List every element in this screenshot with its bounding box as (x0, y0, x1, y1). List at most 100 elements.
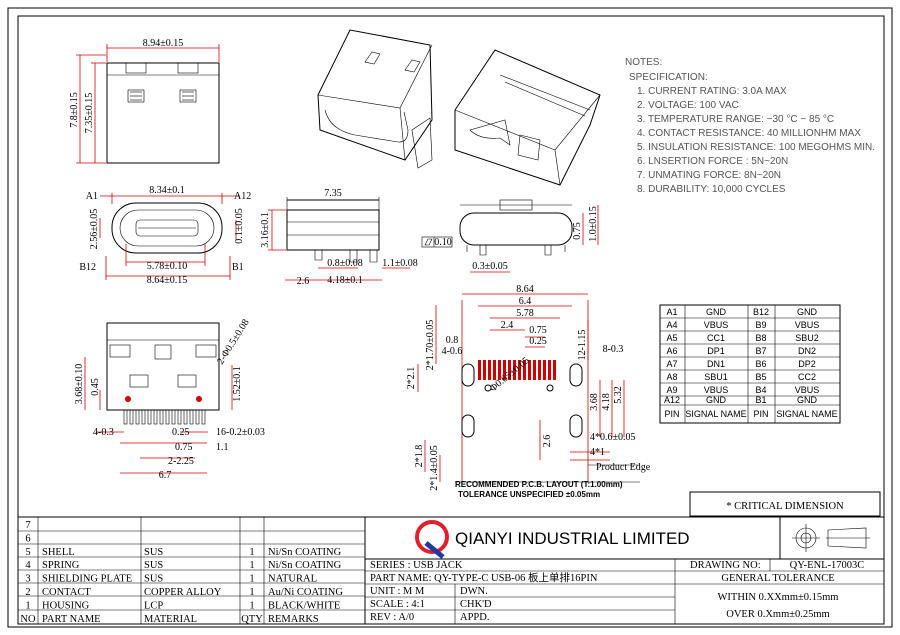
pin-table-signal-b: SBU2 (795, 333, 819, 343)
bom-material: SUS (144, 574, 163, 585)
pin-table-pin-b: B6 (755, 359, 766, 369)
pin-table-signal-a: GND (706, 307, 727, 317)
note-1: 1. CURRENT RATING: 3.0A MAX (637, 86, 787, 97)
dim-pcb-075: 0.75 (529, 325, 547, 336)
pin-table-pin-b: B7 (755, 346, 766, 356)
top-view: 8.94±0.15 7.8±0.15 7.35±0.15 (69, 38, 220, 164)
bom-remark: Ni/Sn COATING (268, 547, 342, 558)
iso-view-front (317, 29, 433, 169)
bom-row-no: NO (20, 614, 36, 625)
pin-table-pin-a: A4 (666, 320, 677, 330)
front-view: 8.34±0.1 5.78±0.10 8.64±0.15 2.56±0.05 0… (79, 185, 251, 286)
pin-label-a1: A1 (86, 191, 98, 202)
notes-header: NOTES: (625, 57, 662, 68)
note-2: 2. VOLTAGE: 100 VAC (637, 100, 739, 111)
pin-table-pin-b: B9 (755, 320, 766, 330)
pin-table-signal-b: VBUS (795, 320, 820, 330)
dim-pcb-578: 5.78 (516, 308, 534, 319)
dim-side-len: 7.35 (324, 188, 342, 199)
pin-table-pin-a: A5 (666, 333, 677, 343)
bom-remark: REMARKS (268, 614, 319, 625)
dim-end-b: 1.0±0.15 (588, 206, 599, 242)
general-tolerance-label: GENERAL TOLERANCE (721, 573, 834, 584)
pin-table-signal-b: GND (797, 307, 818, 317)
bom-material: SUS (144, 547, 163, 558)
bom-material: SUS (144, 560, 163, 571)
bom-qty: 1 (249, 574, 254, 585)
dim-side-d: 1.1±0.08 (382, 258, 418, 269)
company-logo (415, 520, 449, 559)
note-6: 6. LNSERTION FORCE : 5N~20N (637, 156, 788, 167)
outer-frame (7, 7, 893, 628)
series-label: SERIES : USB JACK (370, 560, 463, 571)
pcb-caption: RECOMMENDED P.C.B. LAYOUT (T:1.00mm) (455, 480, 623, 489)
bom-row-no: 1 (25, 600, 30, 611)
pin-table-signal-a: DP1 (707, 346, 725, 356)
pin-table-signal-b: CC2 (798, 372, 816, 382)
pin-table-pin-b: B8 (755, 333, 766, 343)
bom-part-name: PART NAME (42, 614, 101, 625)
bom-row-no: 7 (25, 520, 30, 531)
dim-bot-h2: 0.45 (90, 378, 101, 396)
dim-front-w2: 5.78±0.10 (147, 261, 188, 272)
chkd-label: CHK'D (460, 599, 492, 610)
dim-end-a: 0.75 (572, 222, 583, 240)
dwn-label: DWN. (460, 586, 488, 597)
dim-pcb-08: 0.8 (446, 335, 459, 346)
note-3: 3. TEMPERATURE RANGE: −30 °C ~ 85 °C (637, 114, 834, 125)
bom-qty: 1 (249, 587, 254, 598)
pin-label-b12: B12 (79, 262, 96, 273)
pin-table-pin-a: A6 (666, 346, 677, 356)
dim-bot-b: 0.25 (172, 427, 190, 438)
dim-bot-d: 0.75 (175, 442, 193, 453)
pin-label-a12: A12 (234, 191, 251, 202)
dim-side-h: 3.16±0.1 (260, 212, 271, 248)
end-view: 0.75 1.0±0.15 0.3±0.05 (459, 199, 599, 273)
tolerance-caption: TOLERANCE UNSPECIFIED ±0.05mm (458, 490, 600, 499)
flatness-symbol: 0.10 (434, 237, 452, 248)
pin-table-signal-b: VBUS (795, 385, 820, 395)
projection-symbol (792, 524, 870, 552)
dim-front-w3: 8.64±0.15 (147, 275, 188, 286)
pin-table-signal-b: DN2 (798, 346, 816, 356)
pcb-layout: 8.64 6.4 5.78 2.4 0.75 0.25 0.8 4-0.6 2*… (406, 284, 651, 499)
dim-front-w1: 8.34±0.1 (149, 185, 185, 196)
pin-table-signal-a: VBUS (704, 320, 729, 330)
dim-side-c: 4.18±0.1 (327, 275, 363, 286)
dim-front-h1: 2.56±0.05 (89, 209, 100, 250)
dim-bot-g: 6.7 (159, 470, 172, 481)
pin-table-pin-a: A9 (666, 385, 677, 395)
bom-part-name: SHELL (42, 547, 75, 558)
dim-bot-f: 2-2.25 (168, 456, 194, 467)
pin-header-signal-a: SIGNAL NAME (685, 409, 746, 419)
bom-part-name: SPRING (42, 560, 80, 571)
dim-pcb-28: 2*1.8 (414, 445, 425, 468)
pin-table-signal-a: DN1 (707, 359, 725, 369)
bom-remark: Au/Ni COATING (268, 587, 343, 598)
dim-pcb-24: 2.4 (501, 320, 514, 331)
dim-side-b: 0.8±0.08 (327, 258, 363, 269)
bom-part-name: SHIELDING PLATE (42, 574, 132, 585)
critical-dimension-label: * CRITICAL DIMENSION (726, 501, 844, 512)
note-5: 5. INSULATION RESISTANCE: 100 MEGOHMS MI… (637, 142, 875, 153)
bom-qty: 1 (249, 547, 254, 558)
note-4: 4. CONTACT RESISTANCE: 40 MILLIONHM MAX (637, 128, 861, 139)
bom-qty: 1 (249, 560, 254, 571)
side-view: 7.35 3.16±0.1 2.6 0.8±0.08 4.18±0.1 1.1±… (260, 188, 453, 287)
dim-pcb-368: 3.68 (589, 393, 600, 411)
pin-header-pin-b: PIN (753, 409, 768, 419)
dim-bot-c: 16-0.2±0.03 (216, 427, 265, 438)
pin-table-signal-b: DP2 (798, 359, 816, 369)
pin-table-signal-b: GND (797, 395, 818, 405)
dim-bot-a: 4-0.3 (93, 427, 114, 438)
pin-table-signal-a: GND (706, 395, 727, 405)
dim-end-c: 0.3±0.05 (472, 261, 508, 272)
company-name: QIANYI INDUSTRIAL LIMITED (455, 529, 690, 548)
dim-pcb-214: 2*1.4±0.05 (429, 445, 440, 491)
pin-table-signal-a: SBU1 (704, 372, 728, 382)
pin-table-pin-a: A7 (666, 359, 677, 369)
pin-table-pin-a: A1 (666, 307, 677, 317)
dim-pcb-025: 0.25 (529, 336, 547, 347)
pin-table-signal-a: CC1 (707, 333, 725, 343)
scale-label: SCALE : 4:1 (370, 599, 425, 610)
